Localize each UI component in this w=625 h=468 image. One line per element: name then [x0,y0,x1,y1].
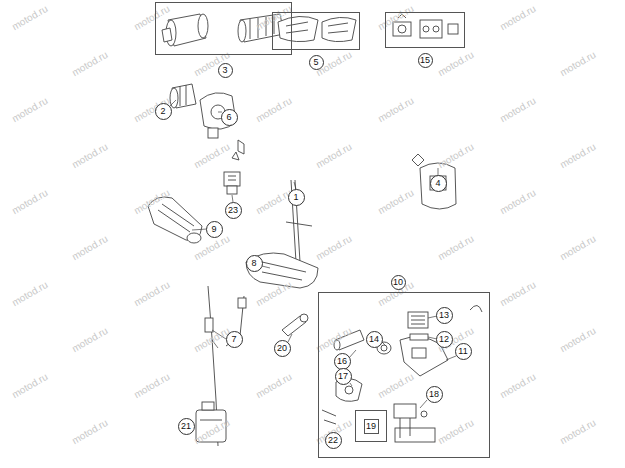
callout-circle: 22 [325,432,342,449]
watermark: motod.ru [10,187,50,216]
group-frame: 15 [385,12,465,48]
watermark: motod.ru [254,95,294,124]
callout-number: 16 [335,354,350,369]
callout-number: 9 [207,222,222,237]
callout-circle: 20 [274,340,291,357]
callout-number: 15 [418,53,433,68]
watermark: motod.ru [498,3,538,32]
watermark: motod.ru [132,3,172,32]
watermark: motod.ru [70,233,110,262]
callout-circle: 13 [436,307,453,324]
callout-number: 4 [431,176,446,191]
callout-number: 8 [247,256,262,271]
watermark: motod.ru [436,417,476,446]
callout-number: 18 [427,387,442,402]
callout-number: 22 [326,433,341,448]
callout-number: 11 [456,344,471,359]
group-frame: 5 [272,12,360,50]
watermark: motod.ru [498,95,538,124]
watermark: motod.ru [192,141,232,170]
watermark: motod.ru [558,233,598,262]
callout-circle: 7 [226,331,243,348]
callout-circle: 4 [430,175,447,192]
callout-number: 5 [309,55,324,70]
callout-circle: 18 [426,386,443,403]
watermark: motod.ru [558,49,598,78]
watermark: motod.ru [132,371,172,400]
group-frame: 19 [355,410,387,442]
callout-number: 17 [336,369,351,384]
watermark: motod.ru [70,141,110,170]
callout-number: 19 [364,419,379,434]
watermark: motod.ru [498,187,538,216]
callout-number: 6 [222,110,237,125]
callout-number: 13 [437,308,452,323]
callout-number: 20 [275,341,290,356]
group-frame: 10131214111617181922 [318,292,490,458]
watermark: motod.ru [254,371,294,400]
callout-circle: 8 [246,255,263,272]
watermark: motod.ru [10,371,50,400]
callout-circle: 14 [366,331,383,348]
watermark: motod.ru [436,49,476,78]
watermark: motod.ru [498,371,538,400]
watermark: motod.ru [254,187,294,216]
watermark: motod.ru [10,3,50,32]
callout-number: 21 [179,419,194,434]
watermark: motod.ru [558,325,598,354]
callout-circle: 23 [225,202,242,219]
watermark: motod.ru [436,141,476,170]
callout-number: 2 [156,104,171,119]
callout-number: 14 [367,332,382,347]
callout-circle: 21 [178,418,195,435]
callout-number: 12 [437,332,452,347]
watermark: motod.ru [498,279,538,308]
watermark: motod.ru [132,279,172,308]
watermark: motod.ru [376,187,416,216]
callout-circle: 9 [206,221,223,238]
watermark: motod.ru [558,417,598,446]
watermark: motod.ru [314,233,354,262]
callout-circle: 2 [155,103,172,120]
callout-circle: 6 [221,109,238,126]
watermark: motod.ru [70,417,110,446]
callout-number: 23 [226,203,241,218]
callout-number: 10 [391,275,406,290]
callout-circle: 17 [335,368,352,385]
watermark: motod.ru [70,325,110,354]
watermark: motod.ru [314,141,354,170]
callout-circle: 11 [455,343,472,360]
watermark: motod.ru [376,371,416,400]
callout-circle: 16 [334,353,351,370]
watermark: motod.ru [70,49,110,78]
watermark: motod.ru [10,95,50,124]
watermark: motod.ru [558,141,598,170]
callout-circle: 12 [436,331,453,348]
watermark: motod.ru [436,233,476,262]
callout-circle: 1 [288,189,305,206]
callout-number: 1 [289,190,304,205]
callout-number: 3 [218,63,233,78]
watermark: motod.ru [10,279,50,308]
watermark: motod.ru [376,95,416,124]
callout-number: 7 [227,332,242,347]
